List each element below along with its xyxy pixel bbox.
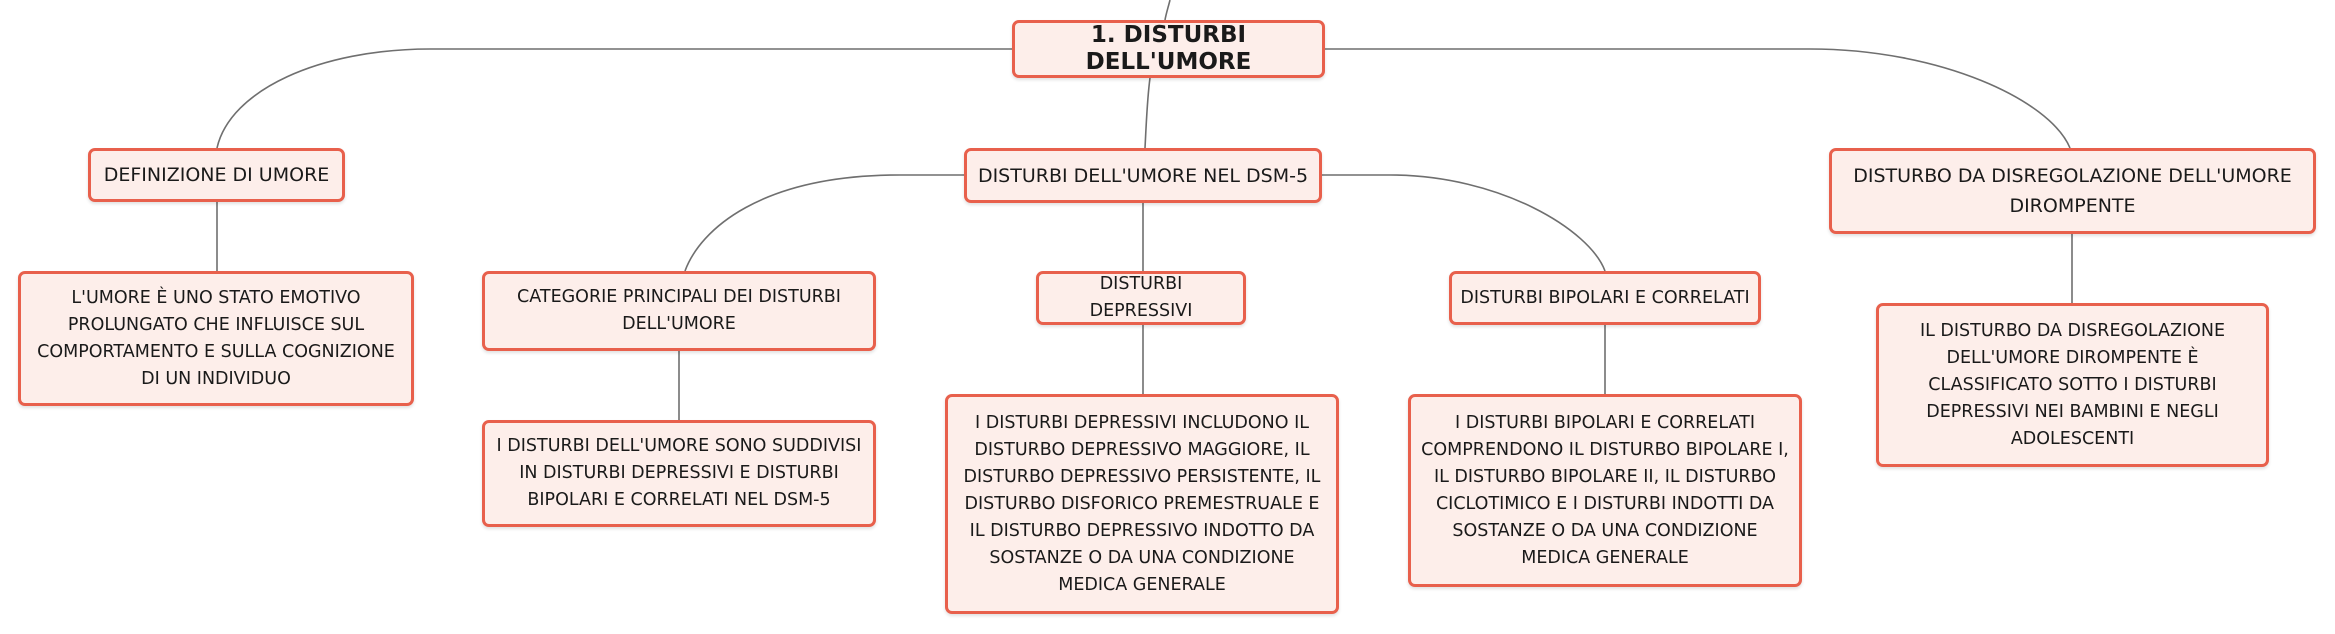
root-label: 1. DISTURBI DELL'UMORE: [1085, 22, 1252, 75]
root-node[interactable]: 1. DISTURBI DELL'UMORE: [1012, 20, 1325, 78]
depressivi-node[interactable]: DISTURBI DEPRESSIVI: [1036, 271, 1246, 325]
disregolazione-text-node[interactable]: IL DISTURBO DA DISREGOLAZIONE DELL'UMORE…: [1876, 303, 2269, 467]
link-root-to-disregolazione: [1325, 48, 2071, 149]
disregolazione-text: IL DISTURBO DA DISREGOLAZIONE DELL'UMORE…: [1919, 320, 2226, 449]
definizione-text-node[interactable]: L'UMORE È UNO STATO EMOTIVO PROLUNGATO C…: [18, 271, 414, 406]
categorie-text-node[interactable]: I DISTURBI DELL'UMORE SONO SUDDIVISI IN …: [482, 420, 876, 527]
link-dsm5-to-categorie: [684, 174, 967, 272]
depressivi-text-node[interactable]: I DISTURBI DEPRESSIVI INCLUDONO IL DISTU…: [945, 394, 1339, 614]
bipolari-text-node[interactable]: I DISTURBI BIPOLARI E CORRELATI COMPREND…: [1408, 394, 1802, 587]
depressivi-title: DISTURBI DEPRESSIVI: [1089, 274, 1193, 321]
categorie-title: CATEGORIE PRINCIPALI DEI DISTURBI DELL'U…: [517, 287, 841, 334]
definizione-node[interactable]: DEFINIZIONE DI UMORE: [88, 148, 345, 202]
definizione-text: L'UMORE È UNO STATO EMOTIVO PROLUNGATO C…: [37, 287, 395, 389]
disregolazione-node[interactable]: DISTURBO DA DISREGOLAZIONE DELL'UMORE DI…: [1829, 148, 2316, 234]
categorie-node[interactable]: CATEGORIE PRINCIPALI DEI DISTURBI DELL'U…: [482, 271, 876, 351]
definizione-title: DEFINIZIONE DI UMORE: [103, 164, 330, 186]
disregolazione-title: DISTURBO DA DISREGOLAZIONE DELL'UMORE DI…: [1853, 165, 2292, 217]
dsm5-title: DISTURBI DELL'UMORE NEL DSM-5: [977, 164, 1309, 187]
link-root-to-definizione: [216, 48, 1012, 149]
dsm5-node[interactable]: DISTURBI DELL'UMORE NEL DSM-5: [964, 148, 1322, 203]
link-dsm5-to-bipolari: [1322, 174, 1606, 272]
bipolari-title: DISTURBI BIPOLARI E CORRELATI: [1460, 287, 1750, 308]
link-top-to-root: [1164, 0, 1171, 21]
categorie-text: I DISTURBI DELL'UMORE SONO SUDDIVISI IN …: [496, 436, 862, 510]
link-root-to-dsm5: [1144, 77, 1151, 149]
bipolari-text: I DISTURBI BIPOLARI E CORRELATI COMPREND…: [1421, 412, 1789, 568]
depressivi-text: I DISTURBI DEPRESSIVI INCLUDONO IL DISTU…: [963, 412, 1321, 595]
bipolari-node[interactable]: DISTURBI BIPOLARI E CORRELATI: [1449, 271, 1761, 325]
